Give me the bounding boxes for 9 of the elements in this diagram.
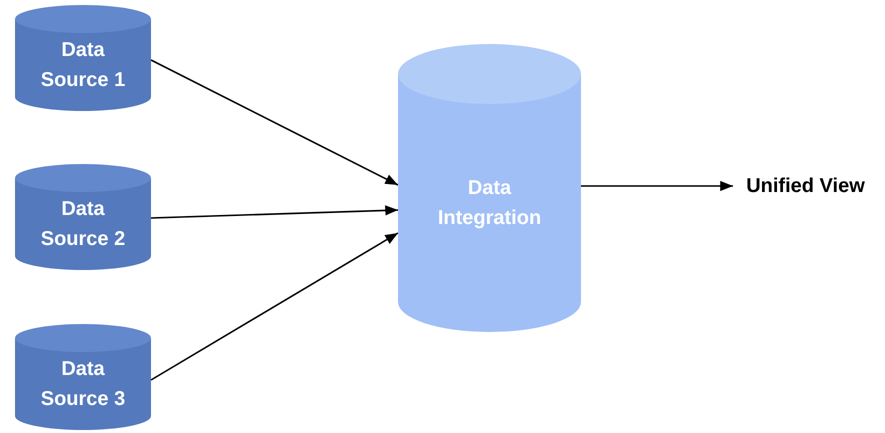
node-label: Data Source 3 <box>40 357 126 412</box>
arrow <box>150 232 398 381</box>
arrow <box>150 205 398 219</box>
node-label: Data Integration <box>436 176 542 231</box>
arrow <box>581 180 733 192</box>
node-label: Data Source 2 <box>40 197 126 252</box>
node-label: Unified View <box>746 174 865 199</box>
node-label: Data Source 1 <box>40 38 126 93</box>
arrow <box>150 59 398 186</box>
